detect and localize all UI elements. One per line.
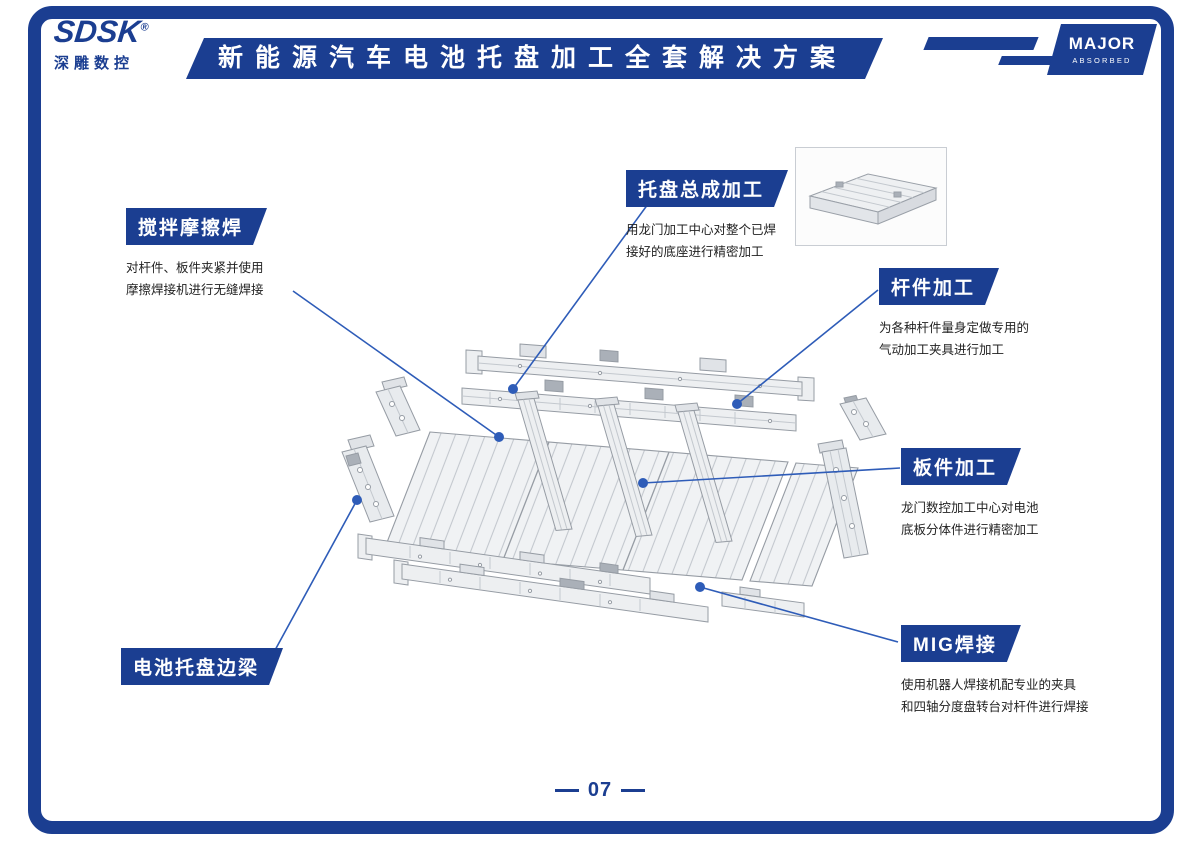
leader-dots (352, 384, 742, 592)
page-number-dash-right (621, 789, 646, 792)
top-rail-back (465, 343, 815, 402)
callout-plate-machining: 板件加工 龙门数控加工中心对电池 底板分体件进行精密加工 (901, 448, 1039, 542)
registered-mark: ® (139, 21, 150, 34)
battery-bottom-panel (383, 431, 789, 581)
leader-plate-machining (642, 467, 901, 484)
callout-label-rod-machining: 杆件加工 (879, 268, 999, 305)
logo-brand-text: SDSK (52, 14, 143, 49)
callout-label-battery-tray-side-beam: 电池托盘边梁 (121, 648, 283, 685)
cross-beams (514, 390, 733, 544)
badge-sub-text: ABSORBED (1072, 56, 1132, 65)
callout-rod-machining: 杆件加工 为各种杆件量身定做专用的 气动加工夹具进行加工 (879, 268, 1029, 362)
callout-friction-stir-welding: 搅拌摩擦焊 对杆件、板件夹紧并使用 摩擦焊接机进行无缝焊接 (126, 208, 267, 302)
logo: SDSK® 深雕数控 (52, 14, 150, 73)
page-title: 新能源汽车电池托盘加工全套解决方案 (186, 38, 883, 79)
page-footer: 07 (0, 779, 1200, 802)
page-number: 07 (587, 779, 613, 801)
callout-label-friction-stir-welding: 搅拌摩擦焊 (126, 208, 267, 245)
dot-side-beam (352, 495, 362, 505)
logo-subtitle: 深雕数控 (54, 54, 135, 72)
dot-rod-machining (732, 399, 742, 409)
dot-friction-stir-welding (494, 432, 504, 442)
page-number-dash-left (554, 789, 579, 792)
leader-tray-assembly (512, 203, 649, 390)
callout-label-tray-assembly: 托盘总成加工 (626, 170, 788, 207)
leader-friction-stir-welding (292, 290, 500, 438)
leader-lines (267, 203, 901, 664)
tray-assembly-thumbnail (795, 147, 947, 246)
leader-side-beam (267, 499, 358, 664)
callout-label-plate-machining: 板件加工 (901, 448, 1021, 485)
logo-brand: SDSK® (52, 14, 150, 49)
left-side-beam (341, 434, 395, 523)
right-channel (817, 439, 869, 559)
dot-mig-welding (695, 582, 705, 592)
front-beam-2 (393, 559, 709, 623)
callout-desc-friction-stir-welding: 对杆件、板件夹紧并使用 摩擦焊接机进行无缝焊接 (126, 261, 264, 297)
leader-mig-welding (699, 586, 899, 643)
decor-stripe-1 (923, 37, 1039, 50)
callout-label-mig-welding: MIG焊接 (901, 625, 1021, 662)
callout-desc-mig-welding: 使用机器人焊接机配专业的夹具 和四轴分度盘转台对杆件进行焊接 (901, 678, 1089, 714)
callout-mig-welding: MIG焊接 使用机器人焊接机配专业的夹具 和四轴分度盘转台对杆件进行焊接 (901, 625, 1089, 719)
right-bracket-top (839, 394, 887, 441)
callout-battery-tray-side-beam: 电池托盘边梁 (121, 648, 283, 685)
tray-thumbnail-drawing (808, 173, 938, 225)
dot-plate-machining (638, 478, 648, 488)
callout-tray-assembly: 托盘总成加工 用龙门加工中心对整个已焊 接好的底座进行精密加工 (626, 170, 788, 264)
left-bracket-upper (375, 376, 421, 437)
callout-desc-tray-assembly: 用龙门加工中心对整个已焊 接好的底座进行精密加工 (626, 223, 777, 259)
dot-tray-assembly (508, 384, 518, 394)
callout-desc-plate-machining: 龙门数控加工中心对电池 底板分体件进行精密加工 (901, 501, 1039, 537)
leader-rod-machining (736, 289, 879, 405)
badge-main-text: MAJOR (1068, 34, 1136, 53)
major-absorbed-badge: MAJOR ABSORBED (1047, 24, 1157, 75)
callout-desc-rod-machining: 为各种杆件量身定做专用的 气动加工夹具进行加工 (879, 321, 1030, 357)
